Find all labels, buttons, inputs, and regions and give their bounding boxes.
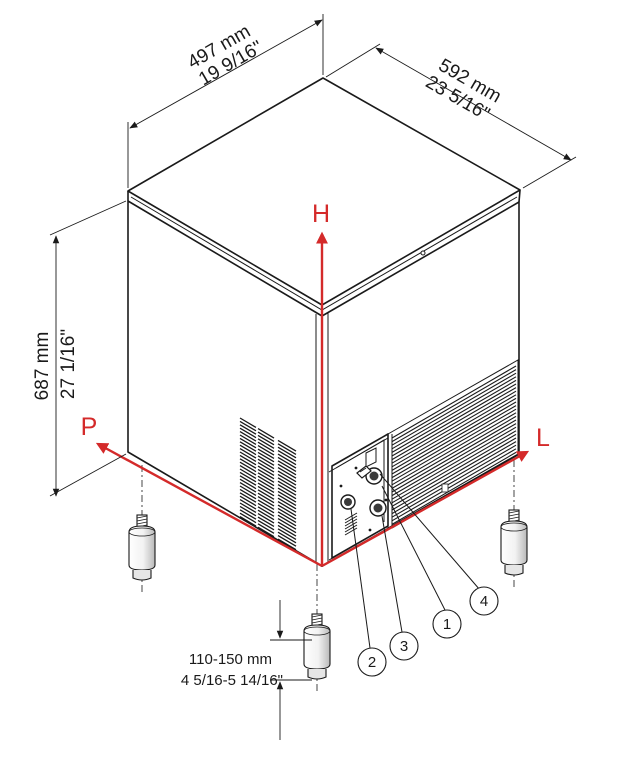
height-metric: 687 mm: [32, 332, 53, 401]
svg-text:1: 1: [443, 616, 451, 633]
grille-latch: [441, 483, 449, 493]
foot-front: [303, 564, 331, 694]
feet: [128, 460, 528, 694]
svg-text:4: 4: [480, 593, 488, 610]
fitting-drain: [340, 494, 356, 510]
fitting-power-cable: [356, 465, 372, 479]
height-imperial: 27 1/16": [58, 329, 79, 399]
foot-rear-left: [128, 465, 156, 595]
reference-axes: H P L: [81, 200, 550, 568]
svg-text:3: 3: [400, 638, 408, 655]
callouts: 2 3 1 4: [350, 473, 499, 677]
callout-4: 4: [469, 586, 499, 616]
lid-screw: [420, 250, 426, 256]
feet-metric: 110-150 mm: [189, 651, 272, 668]
callout-2: 2: [357, 647, 387, 677]
cabinet-left-face: [127, 200, 323, 567]
callout-1: 1: [432, 609, 462, 639]
connection-panel: [331, 433, 389, 559]
svg-text:2: 2: [368, 654, 376, 671]
axis-label-l: L: [536, 424, 550, 452]
width-dimension: 497 mm 19 9/16": [127, 14, 324, 188]
axis-left: [95, 442, 323, 568]
rear-grille: [328, 359, 519, 561]
callout-3: 3: [389, 631, 419, 661]
axis-label-h: H: [312, 200, 330, 228]
height-dimension: 687 mm 27 1/16": [32, 200, 127, 497]
feet-dimension: 110-150 mm 4 5/16-5 14/16": [181, 600, 312, 740]
feet-imperial: 4 5/16-5 14/16": [181, 672, 283, 689]
fitting-water-drain: [369, 499, 387, 517]
depth-dimension: 592 mm 23 5/16": [325, 43, 577, 189]
axis-label-p: P: [81, 413, 98, 441]
side-vent: [239, 417, 297, 551]
foot-rear-right: [500, 460, 528, 590]
